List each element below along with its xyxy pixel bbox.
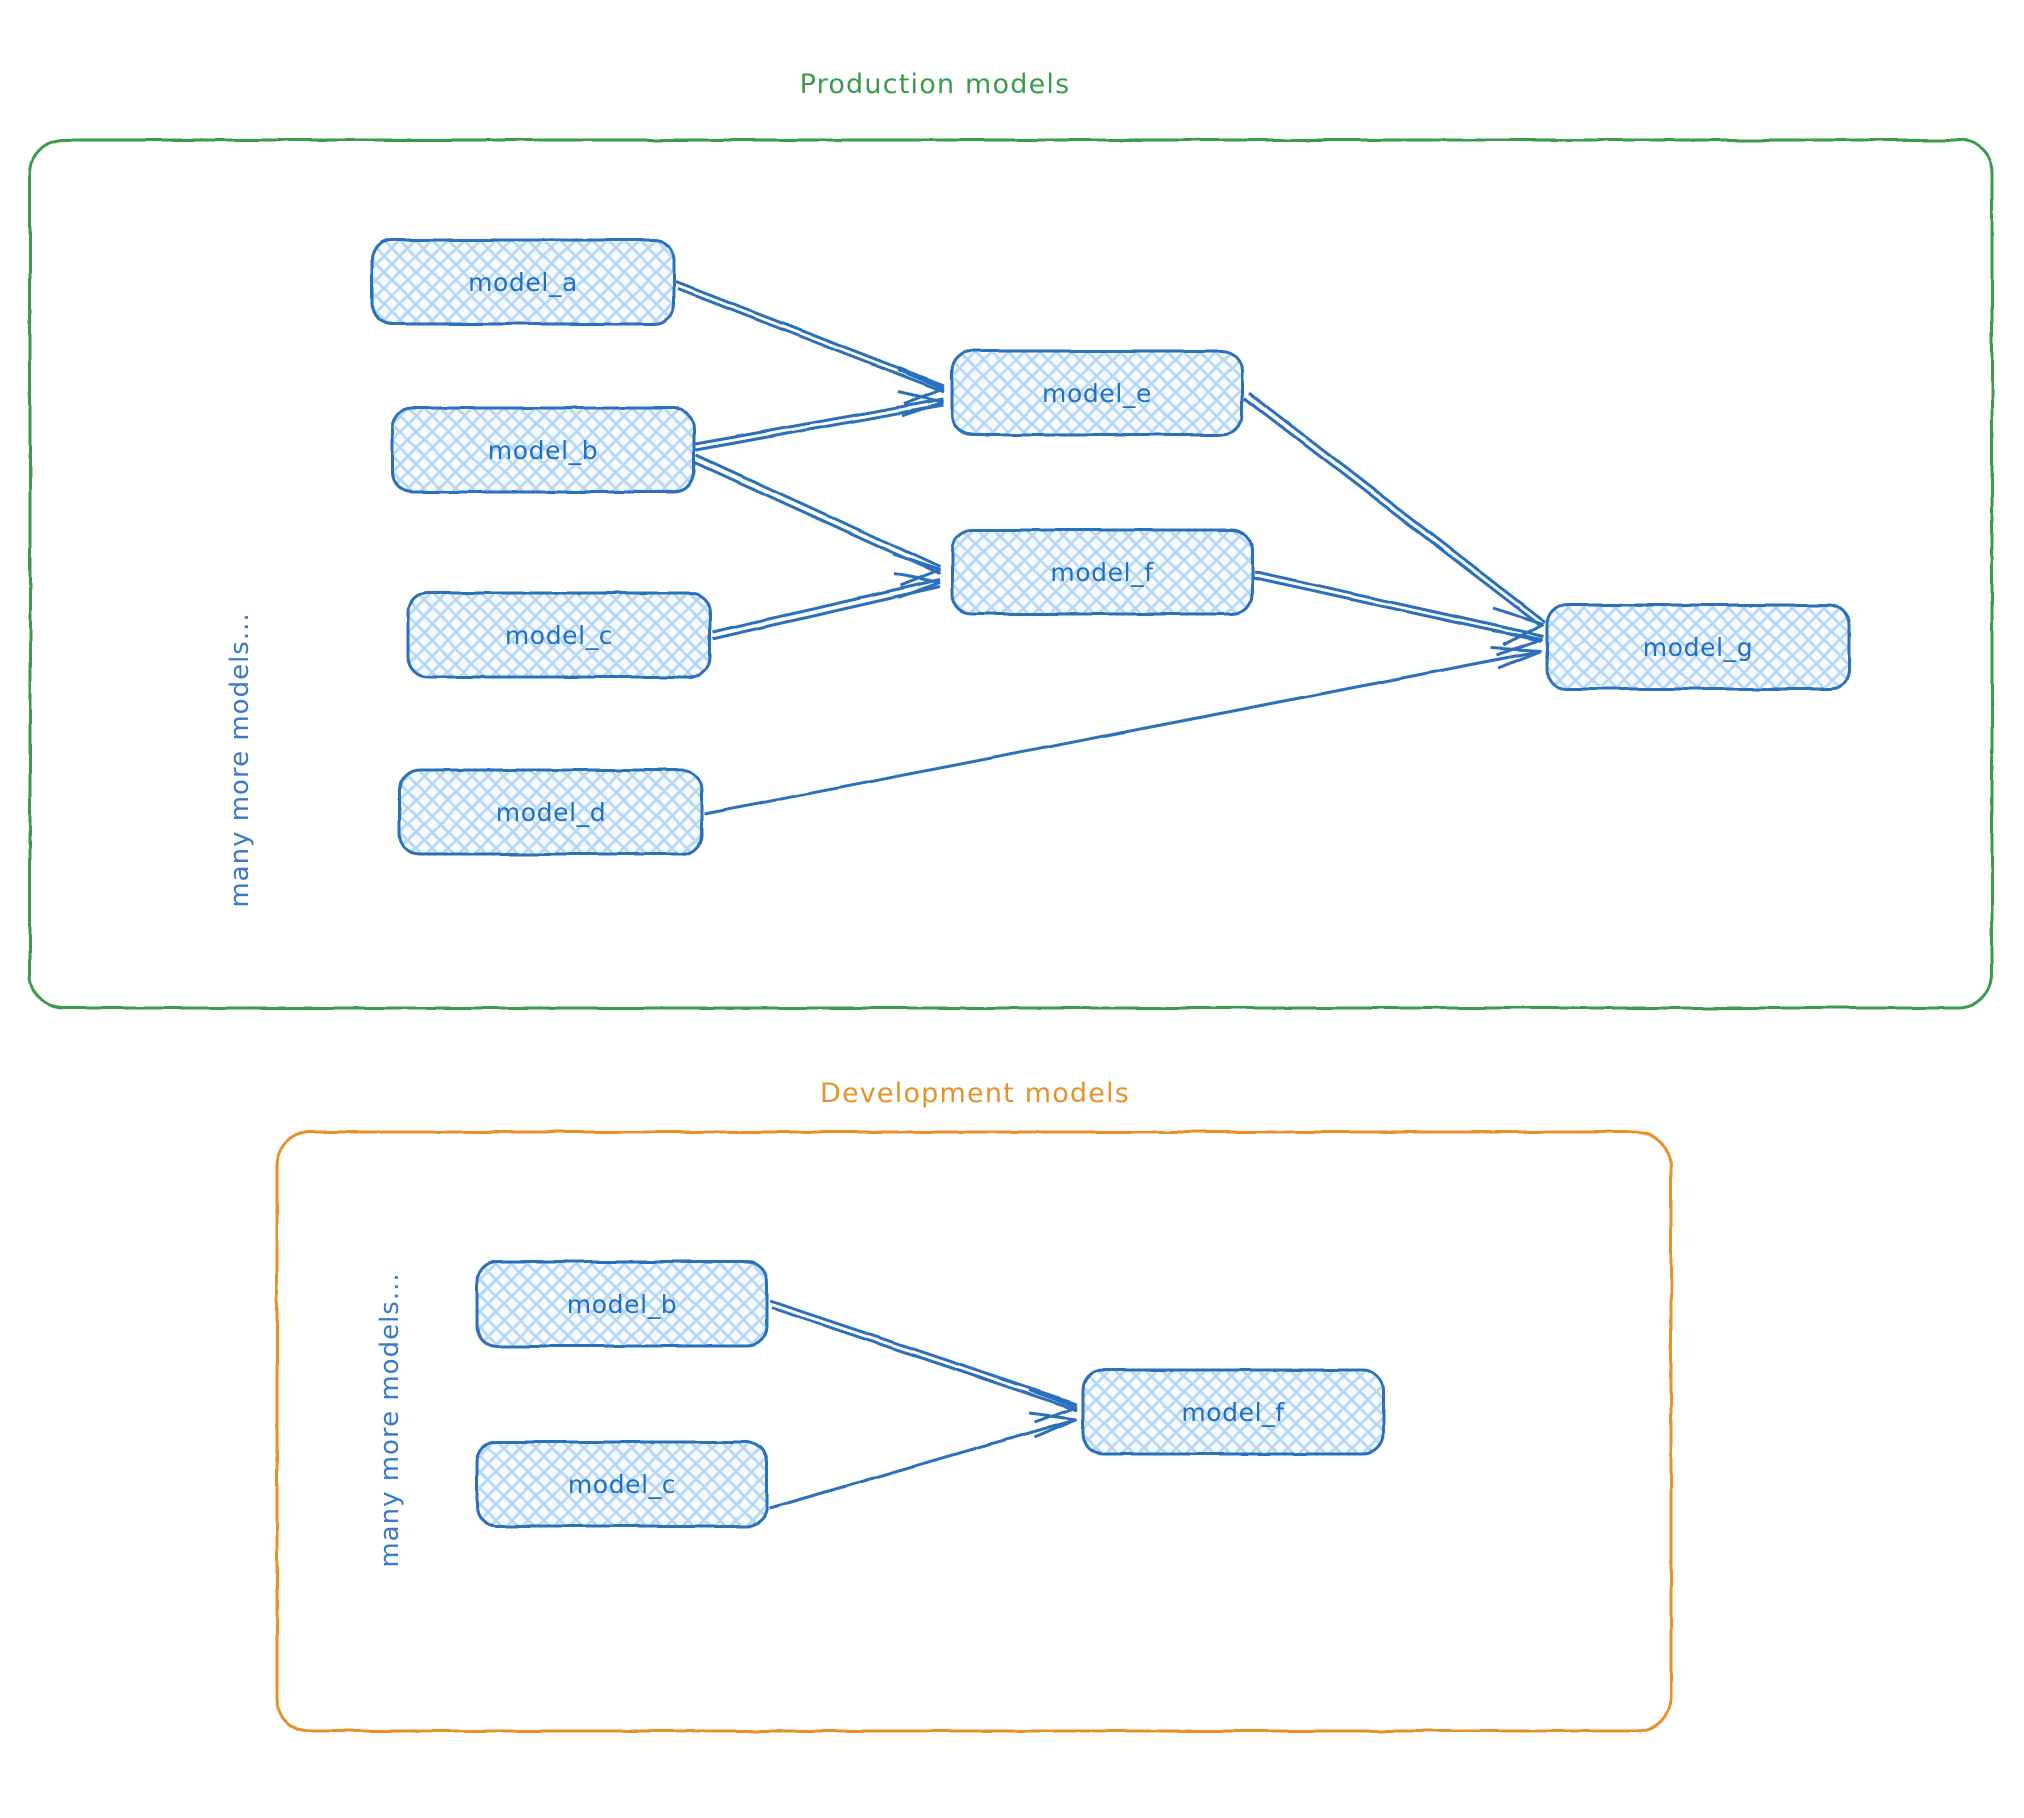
node-model_c[interactable]: model_c [406,591,712,679]
production-nodes: model_a model_b model_c [370,238,1851,856]
production-side-label: many more models... [225,612,255,907]
node-model_e[interactable]: model_e [950,349,1244,437]
development-side-label: many more models... [375,1272,405,1567]
development-group-border [275,1130,1673,1733]
node-dev_model_f[interactable]: model_f [1081,1368,1385,1456]
node-dev_model_c-label: model_c [568,1470,676,1499]
node-model_e-label: model_e [1042,379,1152,408]
development-nodes: model_b model_c model_f [475,1260,1385,1528]
production-group-border [28,138,1994,1010]
edge-dev_model_b-to-dev_model_f [769,1299,1078,1424]
node-model_b[interactable]: model_b [390,406,696,494]
node-model_d[interactable]: model_d [398,768,704,856]
node-model_g-label: model_g [1643,633,1753,662]
node-dev_model_c[interactable]: model_c [475,1440,769,1528]
edge-model_b-to-model_e [695,390,945,452]
node-model_c-label: model_c [505,621,613,650]
development-group-title: Development models [820,1078,1130,1109]
development-edges [769,1299,1078,1510]
node-model_a[interactable]: model_a [370,238,676,326]
group-production: Production models many more models... [28,69,1994,1010]
node-model_g[interactable]: model_g [1545,603,1851,691]
node-dev_model_b-label: model_b [567,1290,677,1319]
node-model_d-label: model_d [496,798,606,827]
production-edges [675,280,1546,816]
edge-model_e-to-model_g [1243,391,1546,647]
edge-model_f-to-model_g [1253,570,1544,657]
node-dev_model_b[interactable]: model_b [475,1260,769,1348]
node-model_f[interactable]: model_f [950,528,1254,616]
production-group-title: Production models [800,69,1071,100]
node-model_f-label: model_f [1050,558,1154,587]
node-dev_model_f-label: model_f [1181,1398,1285,1427]
edge-model_c-to-model_f [711,572,941,641]
node-model_a-label: model_a [468,268,578,297]
edge-dev_model_c-to-dev_model_f [769,1411,1078,1510]
group-development: Development models many more models... [275,1078,1673,1733]
edge-model_a-to-model_e [675,280,945,406]
edge-model_d-to-model_g [703,646,1542,816]
edge-model_b-to-model_f [693,453,941,588]
node-model_b-label: model_b [488,436,598,465]
